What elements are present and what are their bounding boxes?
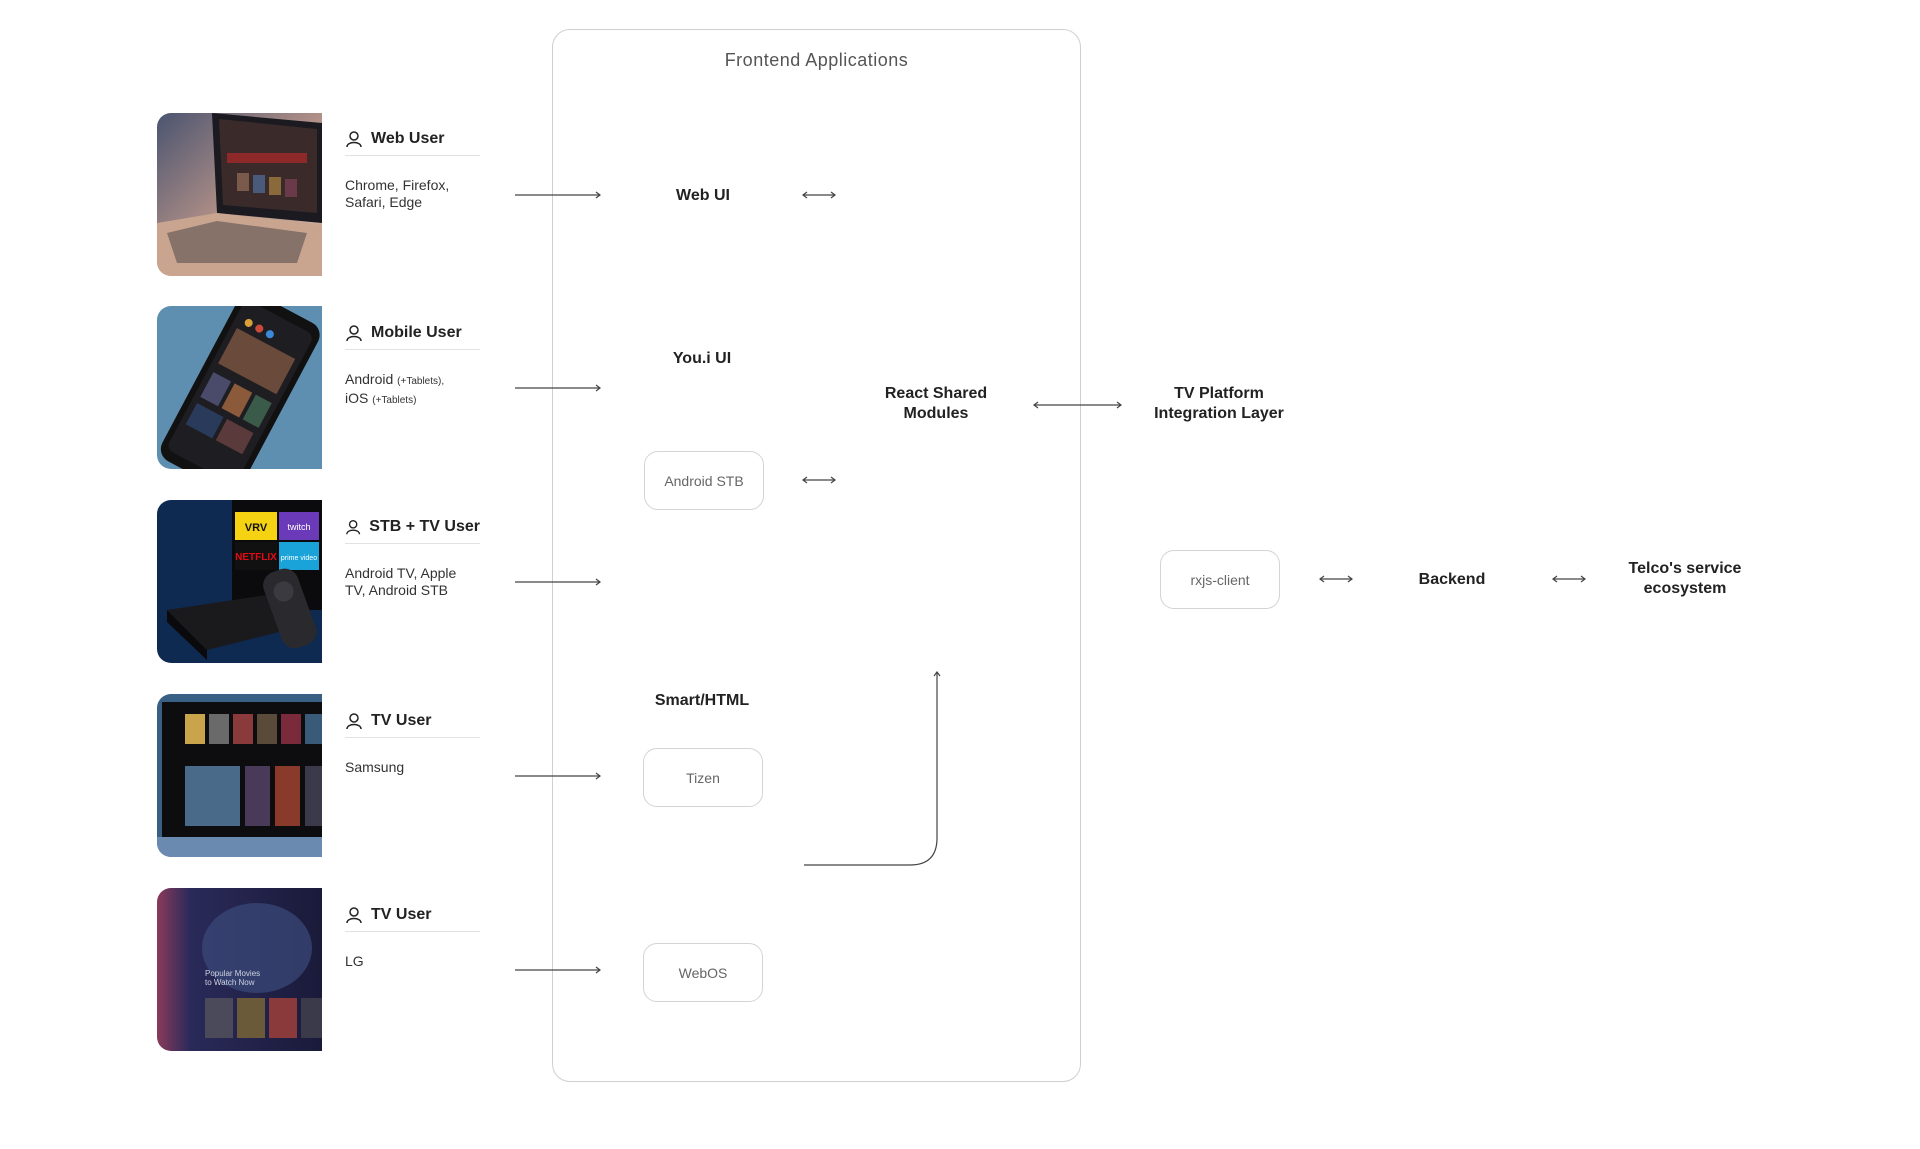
android-stb-pill: Android STB <box>644 451 764 510</box>
lg-user-desc-line1: LG <box>345 953 364 969</box>
bidir-android-stb-left-head <box>802 476 808 484</box>
mobile-user-desc: Android (+Tablets), iOS (+Tablets) <box>345 371 495 409</box>
arrowhead-samsung-user <box>595 772 601 780</box>
mobile-user-desc-line1: Android (+Tablets), <box>345 371 445 387</box>
bidir-backend-telco-right-head <box>1580 575 1586 583</box>
arrowhead-lg-user <box>595 966 601 974</box>
user-icon <box>346 325 362 342</box>
web-ui-node: Web UI <box>676 187 730 204</box>
curve-smart-to-shared-head <box>933 671 941 677</box>
tv-platform-line2: Integration Layer <box>1154 405 1284 422</box>
stb-user-desc: Android TV, Apple TV, Android STB <box>345 565 495 599</box>
samsung-user-header: TV User <box>345 705 480 738</box>
prime-video-logo: prime video <box>281 555 317 562</box>
smart-html-node: Smart/HTML <box>654 692 750 709</box>
telco-ecosystem-node: Telco's service ecosystem <box>1610 559 1760 599</box>
tv-platform-node: TV Platform Integration Layer <box>1134 384 1304 424</box>
web-user-image <box>157 113 322 276</box>
web-user-desc-line2: Safari, Edge <box>345 194 423 210</box>
curve-smart-to-shared <box>804 672 938 866</box>
mobile-user-label: Mobile User <box>371 324 462 341</box>
web-user-desc: Chrome, Firefox, Safari, Edge <box>345 177 495 211</box>
bidir-shared-platform-left-head <box>1033 401 1039 409</box>
lg-user-label: TV User <box>371 906 432 923</box>
react-shared-modules-line1: React Shared <box>884 385 988 402</box>
user-icon <box>346 519 361 535</box>
arrowhead-mobile-user <box>595 384 601 392</box>
stb-user-desc-line1: Android TV, Apple <box>345 565 457 581</box>
arrowhead-web-user <box>595 191 601 199</box>
react-shared-modules-line2: Modules <box>903 405 969 422</box>
stb-user-label: STB + TV User <box>369 518 480 535</box>
web-user-header: Web User <box>345 123 480 156</box>
webos-pill: WebOS <box>643 943 763 1002</box>
samsung-user-label: TV User <box>371 712 432 729</box>
react-shared-modules-node: React Shared Modules <box>866 384 1006 424</box>
samsung-tv-user-image <box>157 694 322 857</box>
stb-user-image: VRV twitch NETFLIX prime video <box>157 500 322 663</box>
user-icon <box>346 131 362 148</box>
youi-ui-node: You.i UI <box>672 350 732 367</box>
bidir-shared-platform-right-head <box>1116 401 1122 409</box>
lg-user-header: TV User <box>345 899 480 932</box>
user-icon <box>346 907 362 924</box>
user-icon <box>346 713 362 730</box>
stb-user-desc-line2: TV, Android STB <box>345 582 448 598</box>
arrowhead-stb-user <box>595 578 601 586</box>
samsung-user-desc: Samsung <box>345 759 495 776</box>
mobile-user-header: Mobile User <box>345 317 480 350</box>
samsung-user-desc-line1: Samsung <box>345 759 405 775</box>
lg-user-desc: LG <box>345 953 495 970</box>
frontend-applications-frame <box>552 29 1081 1082</box>
telco-line2: ecosystem <box>1643 580 1727 597</box>
bidir-web-ui-left-head <box>802 191 808 199</box>
lg-thumb-text-2: to Watch Now <box>205 978 255 987</box>
bidir-rxjs-backend-right-head <box>1347 575 1353 583</box>
netflix-logo: NETFLIX <box>235 552 277 563</box>
mobile-user-image <box>157 306 322 469</box>
vrv-logo: VRV <box>245 522 268 534</box>
web-user-label: Web User <box>371 130 445 147</box>
bidir-backend-telco-left-head <box>1552 575 1558 583</box>
frontend-applications-title: Frontend Applications <box>724 50 909 70</box>
telco-line1: Telco's service <box>1628 560 1742 577</box>
twitch-logo: twitch <box>287 522 310 532</box>
tizen-pill: Tizen <box>643 748 763 807</box>
stb-user-header: STB + TV User <box>345 511 480 544</box>
rxjs-client-pill: rxjs-client <box>1160 550 1280 609</box>
bidir-rxjs-backend-left-head <box>1319 575 1325 583</box>
bidir-web-ui-right-head <box>830 191 836 199</box>
lg-tv-user-image: Popular Movies to Watch Now <box>157 888 322 1051</box>
mobile-user-desc-line2: iOS (+Tablets) <box>345 390 417 406</box>
backend-node: Backend <box>1418 571 1486 588</box>
tv-platform-line1: TV Platform <box>1174 385 1264 402</box>
lg-thumb-text-1: Popular Movies <box>205 969 260 978</box>
bidir-android-stb-right-head <box>830 476 836 484</box>
web-user-desc-line1: Chrome, Firefox, <box>345 177 450 193</box>
